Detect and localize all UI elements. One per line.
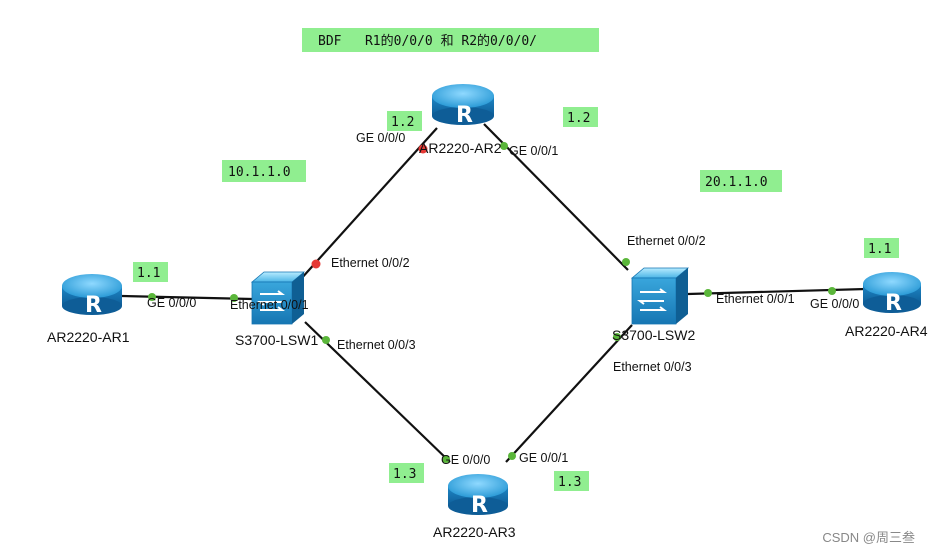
router-icon: R (432, 84, 494, 128)
svg-text:1.3: 1.3 (393, 467, 416, 482)
device-names: AR2220-AR1 AR2220-AR2 S3700-LSW1 S3700-L… (47, 140, 928, 540)
svg-text:1.3: 1.3 (558, 475, 581, 490)
svg-text:10.1.1.0: 10.1.1.0 (228, 165, 291, 180)
iface-ar1-ge000: GE 0/0/0 (147, 296, 196, 310)
iface-ar2-ge001: GE 0/0/1 (509, 144, 558, 158)
link-lsw1-ar2 (299, 127, 438, 281)
router-ar1[interactable]: R (62, 274, 122, 318)
device-name-lsw1: S3700-LSW1 (235, 332, 318, 348)
svg-text:1.1: 1.1 (868, 242, 891, 257)
port-lsw1-e003 (322, 336, 330, 344)
device-name-ar4: AR2220-AR4 (845, 323, 928, 339)
svg-text:1.1: 1.1 (137, 266, 160, 281)
switch-icon (250, 271, 306, 325)
svg-text:R: R (885, 291, 902, 316)
ip-badge-ar3-right: 1.3 (554, 471, 589, 491)
ip-badge-ar4: 1.1 (864, 238, 899, 258)
port-lsw2-e001 (704, 289, 712, 297)
ip-badge-ar3-left: 1.3 (389, 463, 424, 483)
router-icon: R (863, 272, 921, 316)
iface-lsw1-e001: Ethernet 0/0/1 (230, 298, 309, 312)
ip-badge-ar1: 1.1 (133, 262, 168, 282)
router-ar4[interactable]: R (863, 272, 921, 316)
links (121, 123, 867, 463)
svg-text:1.2: 1.2 (391, 115, 414, 130)
network-label-left: 10.1.1.0 (222, 160, 306, 182)
svg-text:20.1.1.0: 20.1.1.0 (705, 175, 768, 190)
iface-lsw2-e001: Ethernet 0/0/1 (716, 292, 795, 306)
iface-lsw2-e002: Ethernet 0/0/2 (627, 234, 706, 248)
iface-ar4-ge000: GE 0/0/0 (810, 297, 859, 311)
iface-lsw1-e003: Ethernet 0/0/3 (337, 338, 416, 352)
title-note: BDF R1的0/0/0 和 R2的0/0/0/ (302, 28, 599, 52)
switch-lsw1[interactable] (250, 271, 306, 325)
link-lsw2-ar3 (505, 324, 633, 463)
switch-icon (630, 267, 690, 325)
device-name-ar2: AR2220-AR2 (419, 140, 502, 156)
network-label-right: 20.1.1.0 (700, 170, 782, 192)
device-name-ar3: AR2220-AR3 (433, 524, 516, 540)
router-ar3[interactable]: R (448, 474, 508, 518)
port-ar2-ge000 (418, 144, 428, 154)
iface-ar2-ge000: GE 0/0/0 (356, 131, 405, 145)
device-name-ar1: AR2220-AR1 (47, 329, 130, 345)
svg-text:R: R (471, 493, 488, 518)
title-note-text: BDF R1的0/0/0 和 R2的0/0/0/ (318, 33, 537, 49)
watermark: CSDN @周三叁 (822, 530, 915, 545)
port-lsw1-e002 (311, 259, 321, 269)
iface-lsw2-e003: Ethernet 0/0/3 (613, 360, 692, 374)
iface-ar3-ge001: GE 0/0/1 (519, 451, 568, 465)
port-dots (148, 142, 836, 463)
port-ar1-ge000 (148, 293, 156, 301)
svg-text:1.2: 1.2 (567, 111, 590, 126)
router-icon: R (62, 274, 122, 318)
interface-labels: GE 0/0/0 Ethernet 0/0/1 Ethernet 0/0/2 E… (147, 131, 859, 467)
svg-text:R: R (456, 103, 473, 128)
link-ar2-lsw2 (483, 123, 629, 271)
link-lsw2-ar4 (687, 287, 867, 296)
router-ar2[interactable]: R (432, 84, 494, 128)
port-lsw2-e003 (613, 333, 621, 341)
port-lsw1-e001 (230, 294, 238, 302)
port-ar3-ge001 (508, 452, 516, 460)
router-icon: R (448, 474, 508, 518)
svg-text:R: R (85, 293, 102, 318)
ip-badge-ar2-right: 1.2 (563, 107, 598, 127)
iface-lsw1-e002: Ethernet 0/0/2 (331, 256, 410, 270)
device-name-lsw2: S3700-LSW2 (612, 327, 695, 343)
port-ar2-ge001 (500, 142, 508, 150)
port-ar4-ge000 (828, 287, 836, 295)
iface-ar3-ge000: GE 0/0/0 (441, 453, 490, 467)
switch-lsw2[interactable] (630, 267, 690, 325)
link-lsw1-ar3 (304, 321, 451, 463)
port-lsw2-e002 (622, 258, 630, 266)
port-ar3-ge000 (442, 455, 450, 463)
ip-badge-ar2-left: 1.2 (387, 111, 422, 131)
